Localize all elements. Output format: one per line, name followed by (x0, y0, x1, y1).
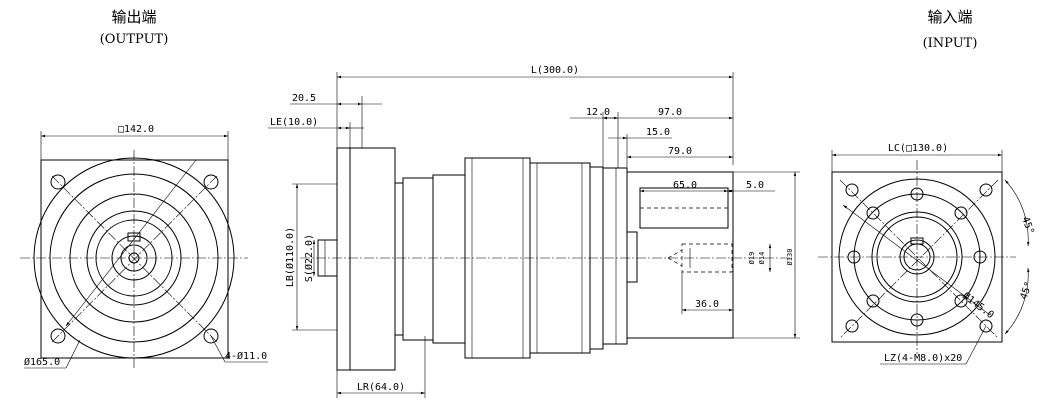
output-mounting-holes (50, 174, 219, 344)
input-view-title: 输入端 (927, 8, 972, 26)
side-d5-dim: 5.0 (746, 180, 764, 191)
side-length-dim: L(300.0) (531, 65, 579, 76)
side-input-adapter (602, 167, 628, 345)
side-s-dim: S(Ø22.0) (303, 234, 315, 282)
side-phi14-dim: Ø14 (758, 252, 766, 265)
side-lb-dim: LB(Ø110.0) (284, 227, 296, 287)
side-d15-dim: 15.0 (646, 127, 670, 138)
output-view-subtitle: (OUTPUT) (100, 32, 169, 47)
input-view-subtitle: (INPUT) (923, 36, 978, 51)
side-output-flange (336, 147, 351, 371)
side-flange-dim: 20.5 (292, 93, 316, 104)
side-le-dim: LE(10.0) (270, 117, 318, 128)
side-d79-dim: 79.0 (668, 146, 692, 157)
side-phi130-dim: Ø130 (786, 249, 794, 266)
input-view: 输入端 (INPUT) LC(□130.0) (818, 8, 1036, 365)
side-d65-dim: 65.0 (673, 180, 697, 191)
input-angle1-dim: 45° (1019, 215, 1036, 236)
side-input-flange (626, 171, 734, 339)
side-view: L(300.0) 20.5 LE(10.0) (268, 65, 800, 398)
input-threaded-holes (845, 183, 993, 333)
side-d97-dim: 97.0 (658, 107, 682, 118)
side-d12-dim: 12.0 (586, 107, 610, 118)
side-d36-dim: 36.0 (695, 299, 719, 310)
input-lz-dim: LZ(4-M8.0)x20 (884, 353, 962, 364)
input-lc-dim: LC(□130.0) (888, 143, 948, 154)
side-lr-dim: LR(64.0) (357, 382, 405, 393)
output-view-title: 输出端 (111, 8, 156, 26)
output-holes-dim: 4-Ø11.0 (225, 350, 267, 362)
output-square-dim: □142.0 (118, 124, 154, 135)
output-pcd-dim: Ø165.0 (24, 356, 60, 368)
input-angle2-dim: 45° (1018, 280, 1035, 301)
output-view: 输出端 (OUTPUT) □142.0 Ø16 (20, 8, 268, 370)
side-phi19-dim: Ø19 (748, 252, 756, 265)
